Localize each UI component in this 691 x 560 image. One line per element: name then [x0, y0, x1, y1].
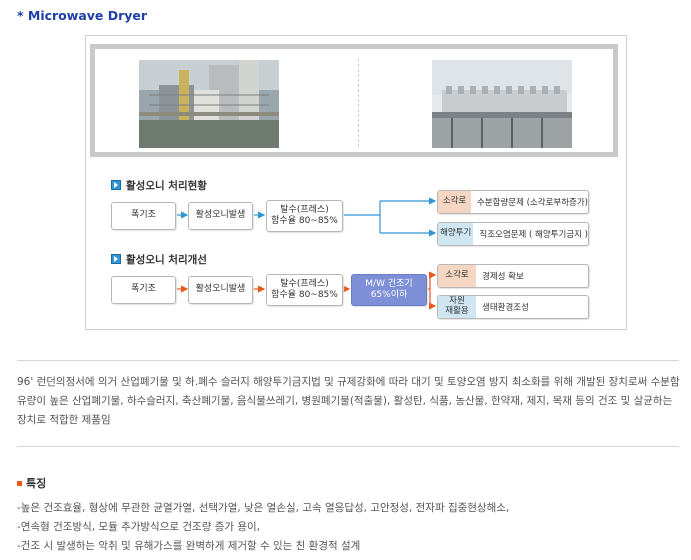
description-text: 96' 런던의정서에 의거 산업폐기물 및 하.폐수 슬러지 해양투기금지법 및… [17, 376, 680, 426]
plant-photo-right [432, 60, 572, 148]
result-text: 경제성 확보 [482, 272, 524, 282]
divider-bottom [17, 446, 679, 447]
plant-photo-left [139, 60, 279, 148]
result-tag: 자원 재활용 [438, 296, 476, 318]
s2-result-incinerator: 소각로 경제성 확보 [437, 264, 589, 288]
photo-frame [90, 44, 618, 157]
s2-result-recycle: 자원 재활용 생태환경조성 [437, 295, 589, 319]
s2-sludge-box: 활성오니발생 [188, 276, 253, 304]
result-text: 직조오염문제 ( 해양투기금지 ) [479, 230, 588, 240]
features-title: 특징 [17, 475, 46, 491]
s2-aeration-box: 폭기조 [111, 276, 176, 304]
s1-sludge-box: 활성오니발생 [188, 202, 253, 230]
result-tag: 소각로 [438, 265, 476, 287]
divider-top [17, 360, 679, 361]
bullet-dot-icon [17, 480, 22, 486]
section1-heading: 활성오니 처리현황 [111, 178, 207, 193]
list-item: -연속형 건조방식, 모듈 추가방식으로 건조량 증가 용이, [17, 521, 261, 533]
s2-dehydration-box: 탈수(프레스)함수율 80~85% [266, 274, 343, 306]
features-list: -높은 건조효율, 형상에 무관한 균열가열, 선택가열, 낮은 열손실, 고속… [17, 499, 509, 556]
play-bullet-icon [111, 180, 121, 190]
section2-heading: 활성오니 처리개선 [111, 252, 207, 267]
list-item: -건조 시 발생하는 악취 및 유해가스를 완벽하게 제거할 수 있는 친 환경… [17, 540, 361, 552]
page-title: * Microwave Dryer [17, 8, 148, 23]
list-item: -높은 건조효율, 형상에 무관한 균열가열, 선택가열, 낮은 열손실, 고속… [17, 502, 510, 514]
diagram-panel: 활성오니 처리현황 폭기조 활성오니발생 탈수(프레스)함수율 80~85% 소… [85, 35, 627, 330]
photo-divider [358, 59, 359, 147]
flow-arrows [175, 197, 437, 310]
s1-dehydration-box: 탈수(프레스)함수율 80~85% [266, 200, 343, 232]
result-tag: 소각로 [438, 191, 471, 213]
s1-aeration-box: 폭기조 [111, 202, 176, 230]
play-bullet-icon [111, 254, 121, 264]
s1-result-ocean: 해양투기 직조오염문제 ( 해양투기금지 ) [437, 222, 589, 246]
result-text: 수분함량문제 (소각로부하증가) [477, 198, 588, 208]
s1-result-incinerator: 소각로 수분함량문제 (소각로부하증가) [437, 190, 589, 214]
result-text: 생태환경조성 [482, 303, 529, 313]
result-tag: 해양투기 [438, 223, 474, 245]
